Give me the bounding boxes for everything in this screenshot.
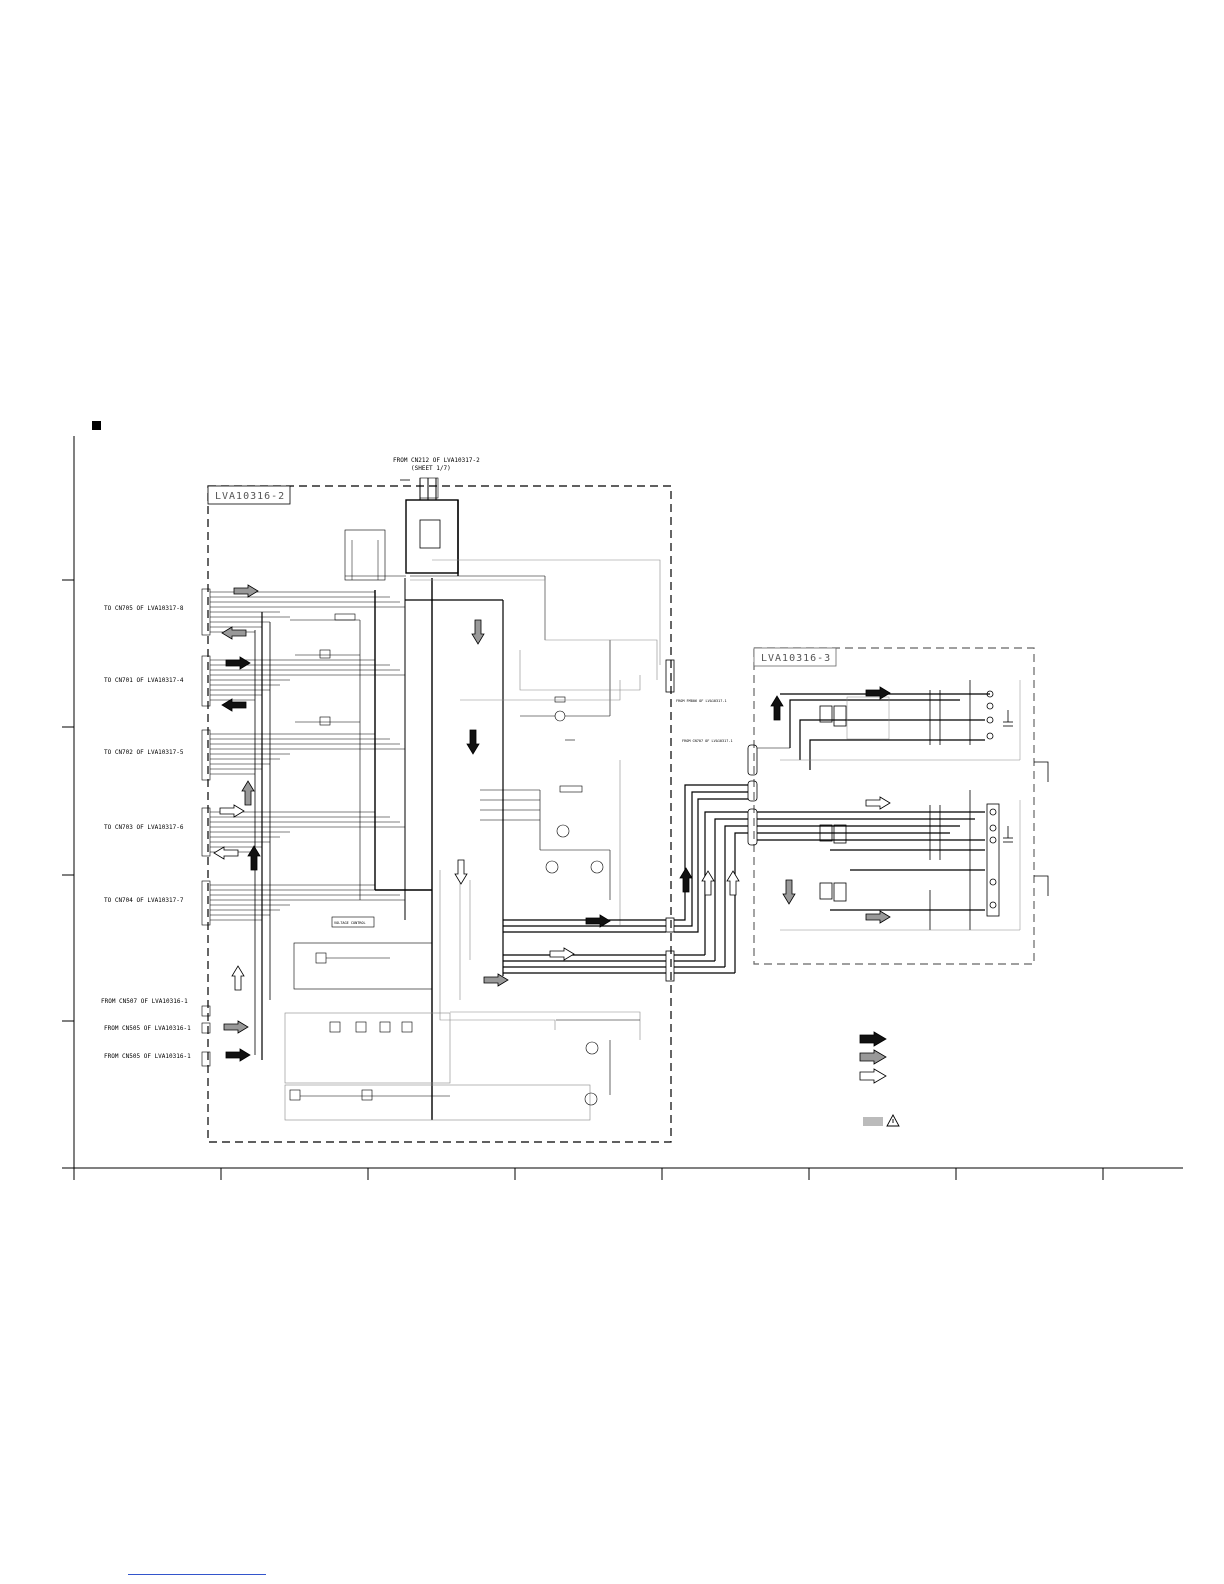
pin-bus-lines: [210, 591, 405, 921]
voltage-control-label: VOLTAGE CONTROL: [334, 921, 366, 925]
label-from-cn507: FROM CN507 OF LVA10316-1: [101, 998, 188, 1005]
label-from-cn505-a: FROM CN505 OF LVA10316-1: [104, 1025, 191, 1032]
filter-subcircuits: [290, 613, 361, 900]
label-to-cn704: TO CN704 OF LVA10317-7: [104, 897, 184, 904]
frame-ticks-bottom: [73, 1168, 1104, 1180]
label-to-cn705: TO CN705 OF LVA10317-8: [104, 605, 184, 612]
label-from-cn707: FROM CN707 OF LVA10317-1: [682, 739, 733, 743]
board-right-title-box: [753, 647, 837, 667]
center-transistor-sections: [480, 640, 611, 900]
right-board-circuit: [757, 680, 1049, 931]
signal-arrows: [213, 584, 891, 1062]
section-marker: [92, 421, 101, 430]
footer-link-underline[interactable]: [128, 1574, 266, 1575]
legend-arrow-gray: [859, 1049, 887, 1065]
label-from-cn212: FROM CN212 OF LVA10317-2: [393, 457, 480, 464]
warning-triangle-icon: [886, 1114, 900, 1127]
label-from-cn505-b: FROM CN505 OF LVA10316-1: [104, 1053, 191, 1060]
voltage-control-circuit: [284, 942, 640, 1121]
left-output-connector-top: [665, 659, 675, 982]
board-left-title-box: [207, 485, 291, 505]
voltage-control-box: [331, 916, 375, 928]
legend-shaded-box: [863, 1117, 883, 1126]
label-to-cn702: TO CN702 OF LVA10317-5: [104, 749, 184, 756]
right-board-connectors: [747, 744, 1000, 917]
board-left-outline: [207, 485, 672, 1143]
main-vertical-buses: [254, 500, 546, 1120]
left-to-right-bus: [503, 784, 748, 974]
label-to-cn703: TO CN703 OF LVA10317-6: [104, 824, 184, 831]
legend: [859, 1031, 900, 1127]
connector-blocks-left: [201, 588, 211, 1067]
label-from-fm806: FROM FM806 OF LVA10317-1: [676, 699, 727, 703]
legend-arrow-black: [859, 1031, 887, 1047]
label-to-cn701: TO CN701 OF LVA10317-4: [104, 677, 184, 684]
frame-ticks-left: [62, 579, 74, 1022]
board-right-outline: [753, 647, 1035, 965]
legend-arrow-white: [859, 1068, 887, 1084]
board-left-title: LVA10316-2: [215, 491, 285, 502]
label-sheet: (SHEET 1/7): [411, 465, 451, 472]
board-right-title: LVA10316-3: [761, 653, 831, 664]
top-power-section: [344, 477, 459, 581]
gray-signal-lines: [410, 559, 661, 1040]
